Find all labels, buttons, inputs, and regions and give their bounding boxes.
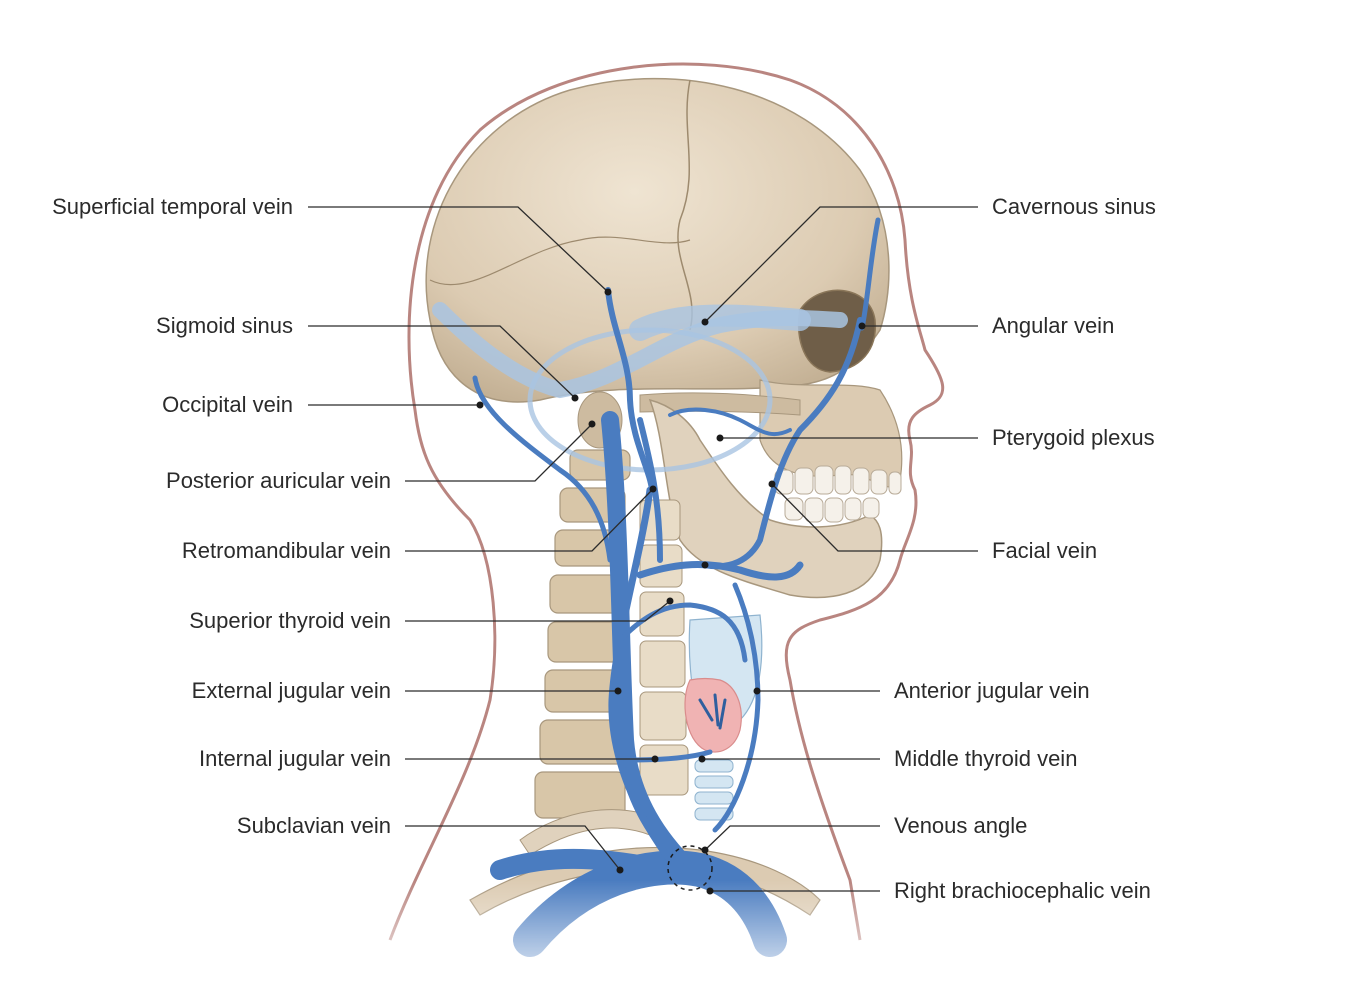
label-internal-jugular-vein: Internal jugular vein (198, 746, 391, 771)
bottom-fade (350, 880, 950, 1000)
leader-lines (308, 206, 978, 892)
leader-facial (771, 483, 978, 552)
label-angular-vein: Angular vein (992, 313, 1115, 338)
label-pterygoid-plexus: Pterygoid plexus (992, 425, 1155, 450)
common-facial-path (636, 561, 804, 581)
label-sigmoid-sinus: Sigmoid sinus (156, 313, 293, 338)
thyroid-gland (684, 677, 742, 753)
subclavian-vein-path (490, 848, 700, 885)
label-external-jugular-vein: External jugular vein (191, 678, 391, 703)
leader-superior-thyroid (405, 600, 671, 622)
pterygoid-plexus-path (668, 407, 792, 437)
label-facial-vein: Facial vein (992, 538, 1098, 563)
label-subclavian-vein: Subclavian vein (236, 813, 391, 838)
superficial-temporal-vein-path (605, 287, 655, 493)
label-retromandibular-vein: Retromandibular vein (181, 538, 391, 563)
leader-posterior-auricular (405, 423, 593, 482)
facial-vein-path (702, 317, 863, 570)
label-superficial-temporal-vein: Superficial temporal vein (52, 194, 293, 219)
leader-cavernous-sinus (704, 206, 978, 323)
anterior-jugular-vein-path (712, 582, 761, 833)
internal-jugular-vein-path (601, 411, 699, 879)
label-superior-thyroid-vein: Superior thyroid vein (189, 608, 391, 633)
leader-venous-angle (704, 825, 880, 851)
label-cavernous-sinus: Cavernous sinus (992, 194, 1156, 219)
vertebral-bodies (639, 499, 689, 796)
skin-outline (388, 62, 945, 941)
label-anterior-jugular-vein: Anterior jugular vein (894, 678, 1090, 703)
angular-vein-path (859, 217, 881, 331)
superior-thyroid-vein-path (617, 602, 748, 663)
coronal-suture (677, 79, 693, 331)
leader-subclavian (405, 825, 621, 871)
teeth (774, 465, 902, 523)
leader-superficial-temporal (308, 206, 609, 293)
label-right-brachiocephalic-vein: Right brachiocephalic vein (894, 878, 1151, 903)
lambdoid-suture (429, 236, 691, 286)
leader-sigmoid-sinus (308, 325, 576, 399)
middle-thyroid-vein-path (627, 749, 713, 763)
retromandibular-vein-path (637, 417, 663, 563)
label-venous-angle: Venous angle (894, 813, 1028, 838)
label-occipital-vein: Occipital vein (162, 392, 293, 417)
mandible (648, 398, 883, 599)
label-posterior-auricular-vein: Posterior auricular vein (166, 468, 391, 493)
trachea-rings (694, 759, 734, 821)
leader-dots (476, 288, 866, 895)
cavernous-sinus-shape (629, 304, 811, 341)
occipital-vein-path (472, 375, 613, 563)
leader-retromandibular (405, 488, 654, 552)
external-jugular-vein-path (608, 486, 674, 864)
thyroid-plexus-path (698, 693, 727, 730)
label-middle-thyroid-vein: Middle thyroid vein (894, 746, 1078, 771)
